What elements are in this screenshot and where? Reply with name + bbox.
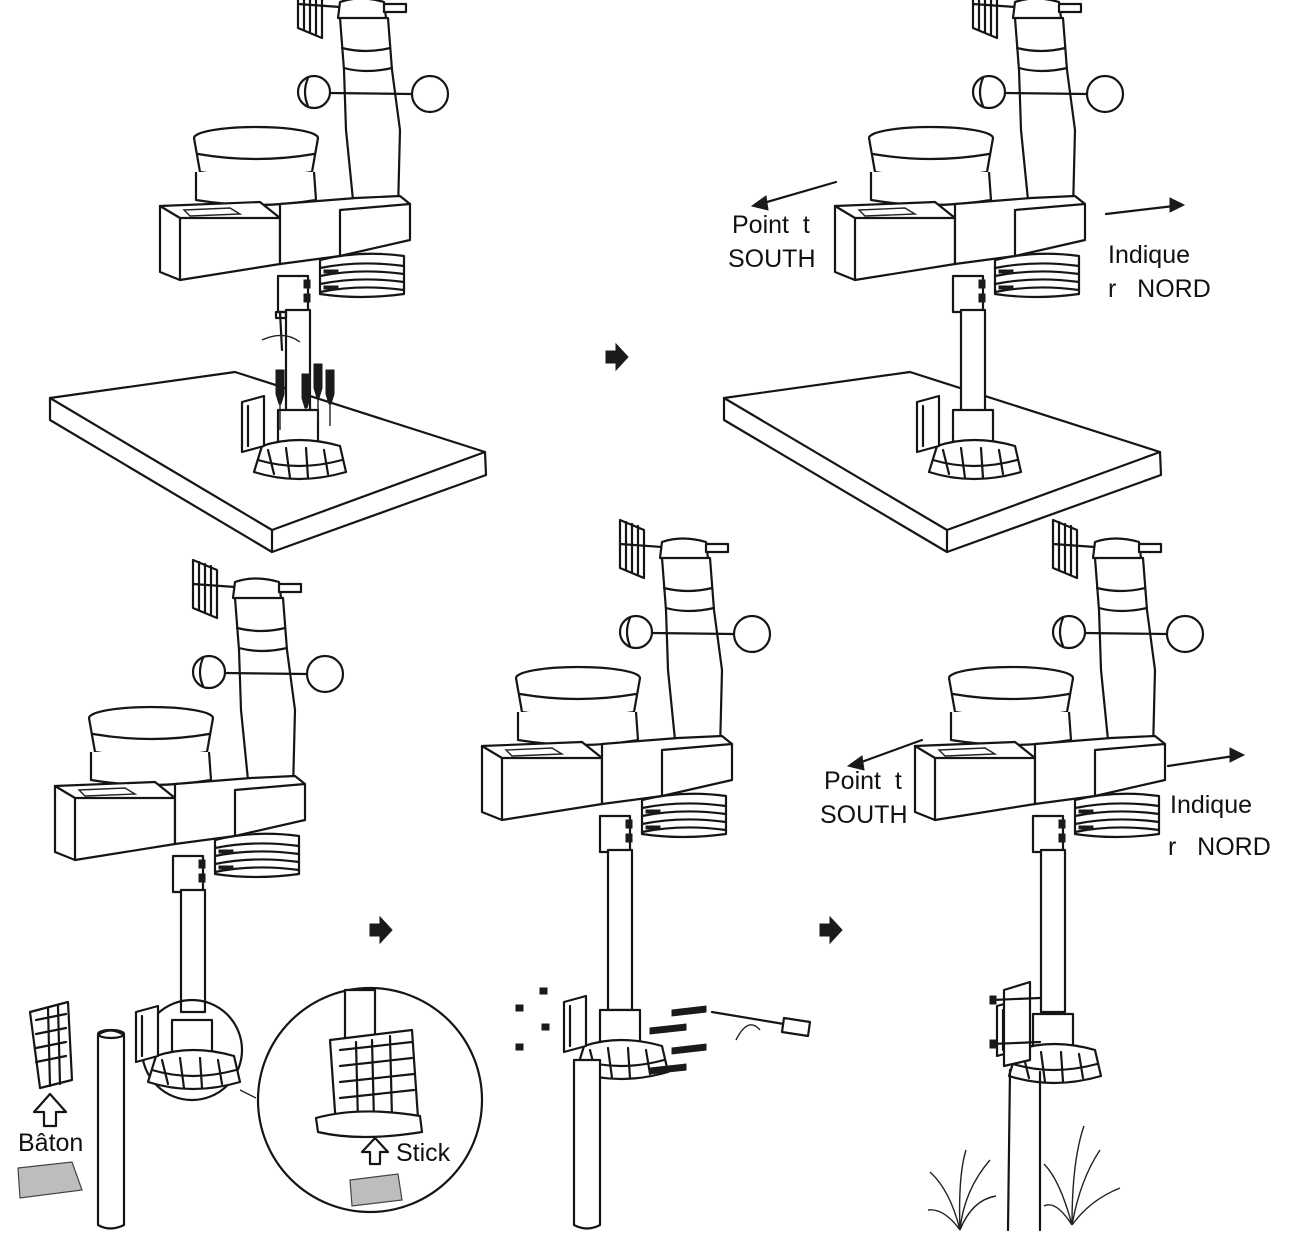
label-nord-1: r NORD [1108,275,1211,303]
label-stick: Stick [396,1139,451,1167]
label-nord-2: r NORD [1168,833,1271,861]
panel-pole-bracket [17,558,484,1230]
right-arrow-icon [819,916,843,944]
panel-pole-screws [480,518,812,1230]
label-point-to-south-1: Point t [732,211,810,239]
label-south-2: SOUTH [820,801,908,829]
up-arrow-outline-icon [32,1092,68,1128]
right-arrow-icon [605,343,629,371]
label-point-to-south-2: Point t [824,767,902,795]
label-baton: Bâton [18,1129,84,1157]
label-south-1: SOUTH [728,245,816,273]
label-indique-1: Indique [1108,241,1191,269]
panel-garden-installed [913,518,1205,1232]
panel-deck-screw-mount [48,0,488,554]
label-indique-2: Indique [1170,791,1253,819]
panel-deck-orientation [722,0,1186,554]
right-arrow-icon [369,916,393,944]
